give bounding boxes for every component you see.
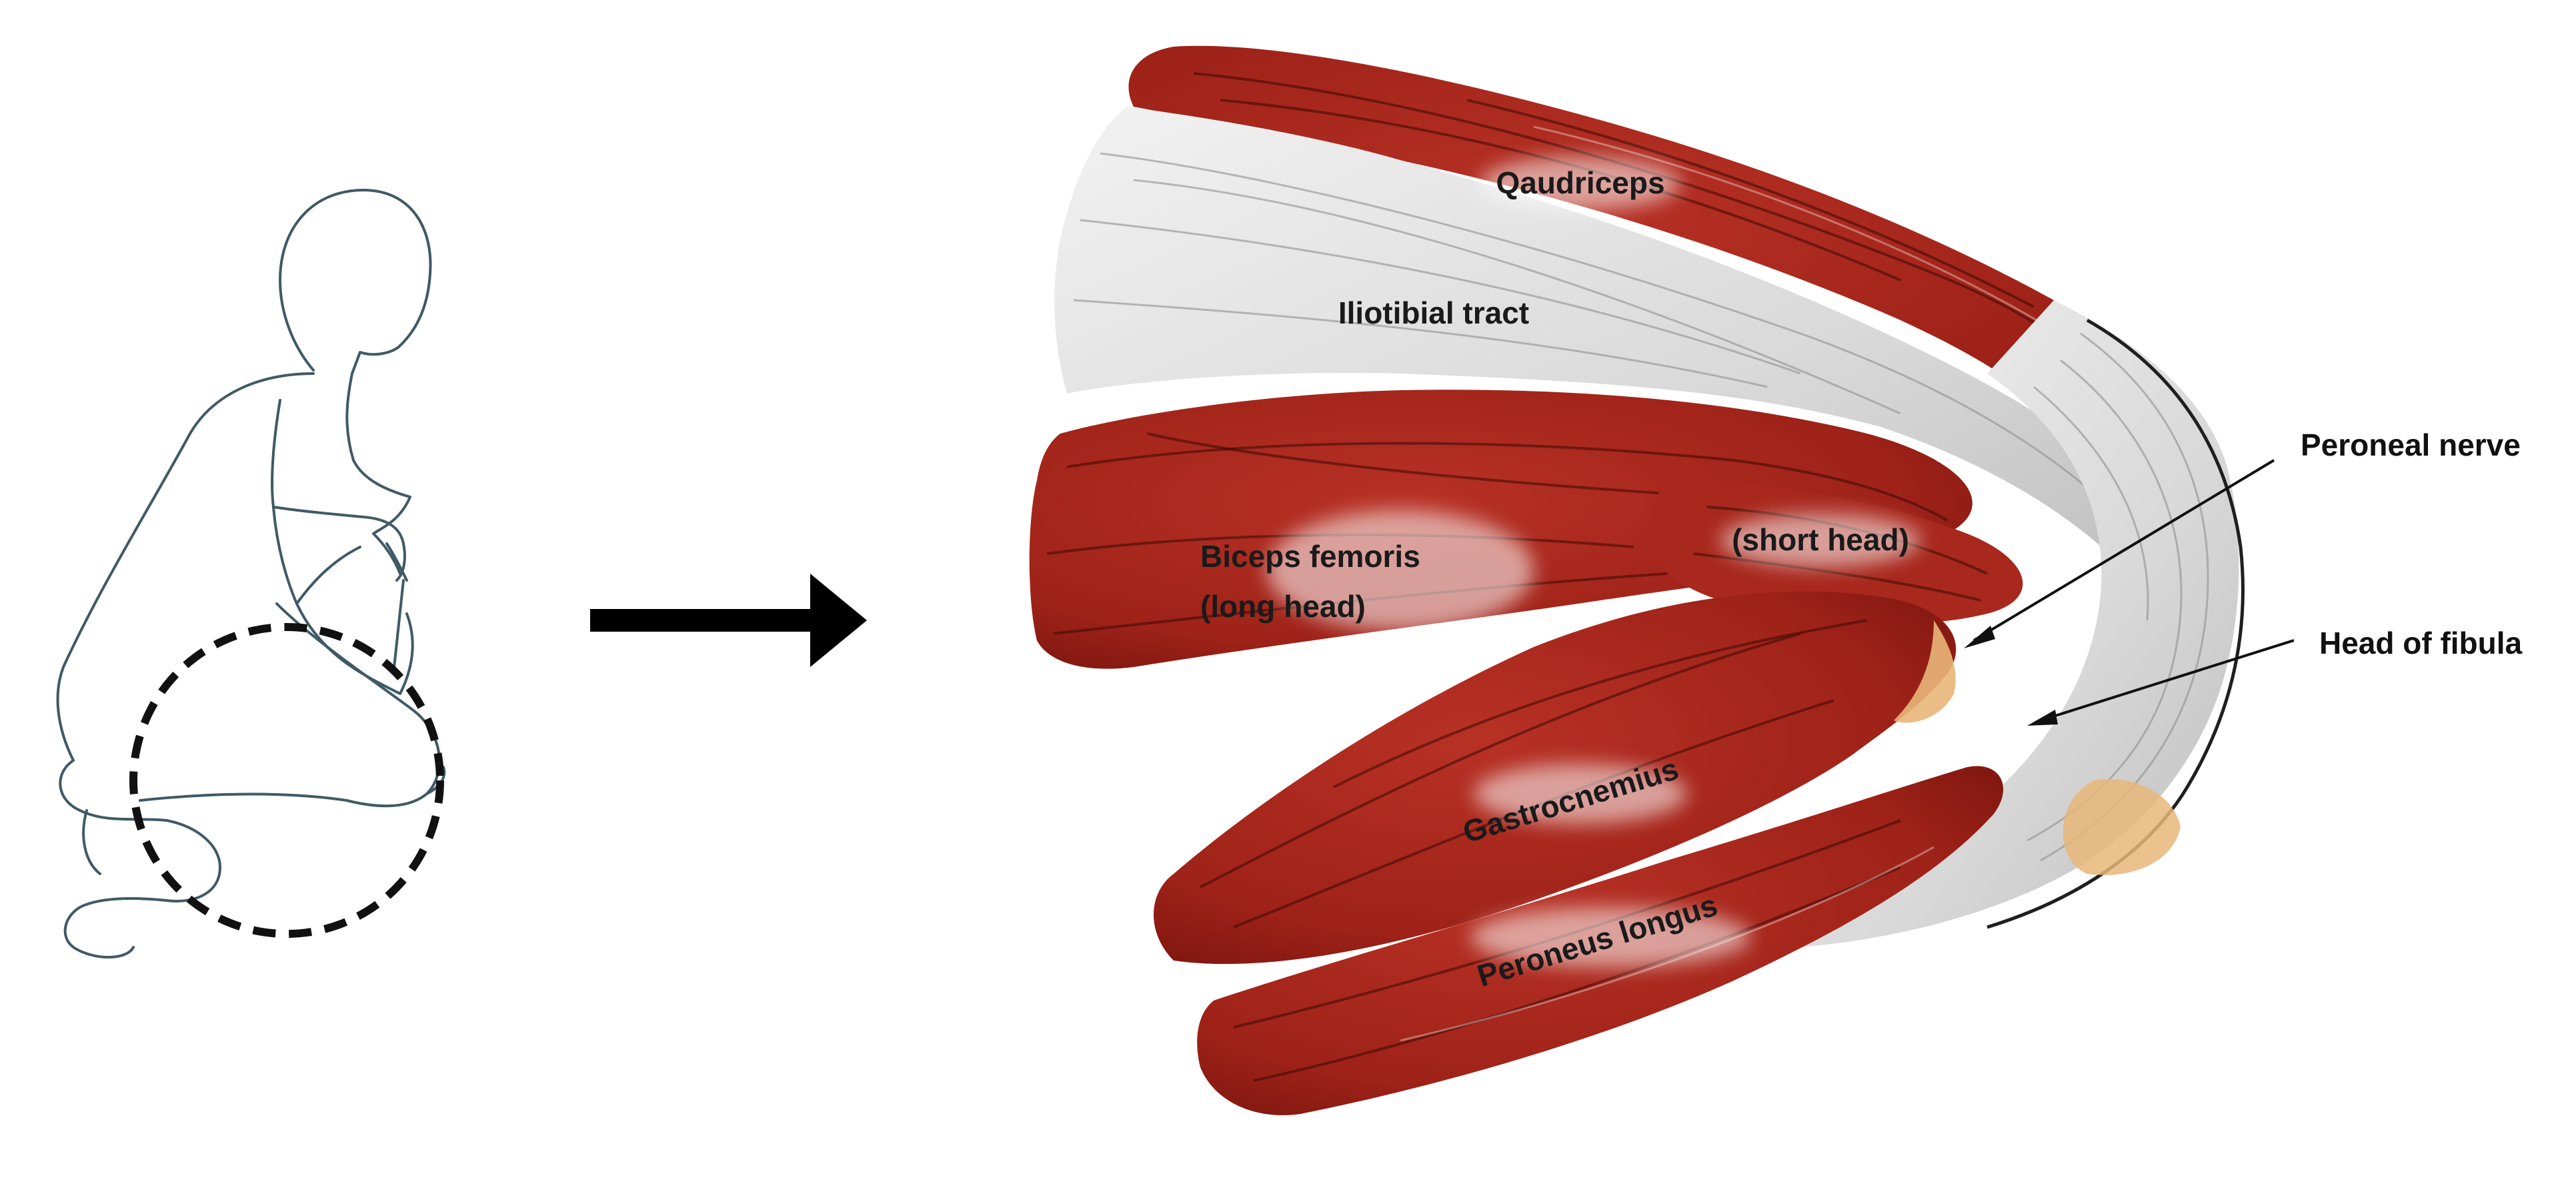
label-iliotibial-tract: Iliotibial tract [1338, 295, 1529, 330]
label-biceps-femoris: Biceps femoris [1200, 539, 1420, 574]
label-biceps-long-head: (long head) [1200, 589, 1366, 624]
femoral-condyle [1894, 620, 1956, 723]
person-seat [59, 759, 221, 959]
label-short-head: (short head) [1732, 522, 1909, 557]
person-head [279, 189, 432, 375]
peroneal-nerve-pointer-arrowhead [1964, 626, 1995, 648]
knee-highlight-circle [129, 623, 444, 938]
label-head-of-fibula: Head of fibula [2319, 626, 2523, 660]
person-thigh [139, 602, 441, 808]
iliotibial-tract [1054, 107, 2194, 600]
person-hand [372, 532, 408, 582]
person-arm [271, 399, 406, 582]
callout-labels: Peroneal nerve Head of fibula [2301, 428, 2523, 660]
knee-anatomy-illustration [1029, 45, 2295, 1115]
person-back [56, 372, 315, 762]
person-torso-front [345, 372, 411, 535]
label-quadriceps: Qaudriceps [1496, 165, 1664, 200]
quadriceps-muscle [1128, 45, 2194, 467]
person-forearm [272, 506, 361, 605]
label-peroneal-nerve: Peroneal nerve [2301, 428, 2521, 462]
head-fibula-pointer-arrowhead [2027, 710, 2058, 726]
head-fibula-pointer-line [2040, 639, 2295, 722]
direction-arrow [590, 574, 867, 667]
person-shin [295, 602, 414, 695]
label-highlights [1267, 157, 1920, 967]
fibula-head [2063, 779, 2181, 875]
kneeling-person-outline [56, 189, 446, 959]
person-arm-line [392, 579, 405, 675]
peroneal-nerve-pointer-line [1973, 459, 2275, 642]
